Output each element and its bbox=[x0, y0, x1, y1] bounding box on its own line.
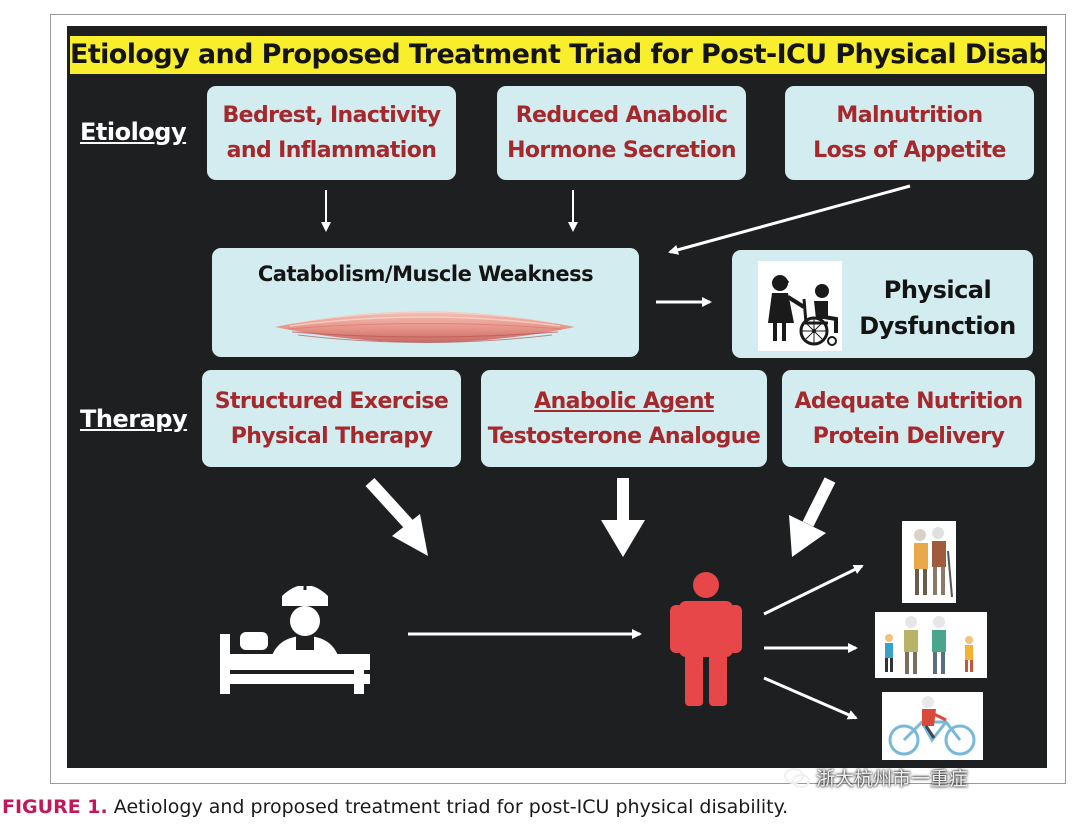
therapy-box-line: Protein Delivery bbox=[812, 423, 1005, 449]
watermark: 浙大杭州市一重症 bbox=[784, 764, 968, 791]
arrow-malnutrition-to-catabolism bbox=[668, 184, 911, 255]
therapy-box-line: Adequate Nutrition bbox=[794, 388, 1023, 414]
etiology-box-line: Hormone Secretion bbox=[507, 138, 736, 163]
caption-text: Aetiology and proposed treatment triad f… bbox=[107, 796, 789, 818]
physical-dysfunction-line: Dysfunction bbox=[859, 312, 1016, 340]
arrow-exercise-down bbox=[365, 477, 428, 556]
etiology-box-malnutrition: Malnutrition Loss of Appetite bbox=[785, 86, 1034, 180]
therapy-label: Therapy bbox=[80, 405, 188, 433]
patient-in-hospital-bed-icon bbox=[220, 579, 370, 694]
etiology-box-line: Malnutrition bbox=[836, 103, 983, 128]
elderly-cycling-icon bbox=[882, 692, 983, 760]
arrow-to-cycling bbox=[763, 676, 858, 720]
arrow-nutrition-down bbox=[789, 477, 836, 557]
etiology-label: Etiology bbox=[80, 118, 187, 146]
wheelchair-caregiver-icon bbox=[758, 261, 842, 351]
muscle-icon bbox=[275, 311, 575, 343]
physical-dysfunction-box: Physical Dysfunction bbox=[732, 250, 1033, 358]
family-walking-icon bbox=[875, 612, 987, 678]
etiology-box-line: and Inflammation bbox=[226, 138, 437, 163]
elderly-couple-walking-icon bbox=[902, 521, 956, 603]
arrow-anabolic-down bbox=[601, 478, 645, 557]
watermark-text: 浙大杭州市一重症 bbox=[816, 768, 969, 790]
chat-bubble-icon bbox=[784, 767, 810, 788]
therapy-box-line: Structured Exercise bbox=[214, 388, 449, 414]
diagram-title: Etiology and Proposed Treatment Triad fo… bbox=[70, 36, 1045, 74]
arrow-to-elderly-walking bbox=[763, 564, 864, 616]
physical-dysfunction-line: Physical bbox=[883, 276, 992, 304]
caption-label: FIGURE 1. bbox=[2, 796, 108, 818]
catabolism-box: Catabolism/Muscle Weakness bbox=[212, 248, 639, 357]
therapy-box-exercise: Structured Exercise Physical Therapy bbox=[202, 370, 461, 467]
etiology-box-hormone: Reduced Anabolic Hormone Secretion bbox=[497, 86, 746, 180]
catabolism-title: Catabolism/Muscle Weakness bbox=[257, 262, 594, 286]
therapy-box-anabolic: Anabolic Agent Testosterone Analogue bbox=[481, 370, 767, 467]
therapy-box-nutrition: Adequate Nutrition Protein Delivery bbox=[782, 370, 1035, 467]
therapy-box-line: Physical Therapy bbox=[230, 423, 433, 449]
etiology-box-line: Loss of Appetite bbox=[813, 138, 1006, 163]
etiology-box-line: Reduced Anabolic bbox=[515, 103, 728, 128]
therapy-box-line: Anabolic Agent bbox=[534, 388, 714, 414]
therapy-box-line: Testosterone Analogue bbox=[487, 423, 761, 449]
etiology-box-bedrest: Bedrest, Inactivity and Inflammation bbox=[207, 86, 456, 180]
etiology-box-line: Bedrest, Inactivity bbox=[222, 103, 442, 128]
standing-person-icon bbox=[670, 572, 742, 706]
figure-caption: FIGURE 1. Aetiology and proposed treatme… bbox=[2, 796, 788, 818]
